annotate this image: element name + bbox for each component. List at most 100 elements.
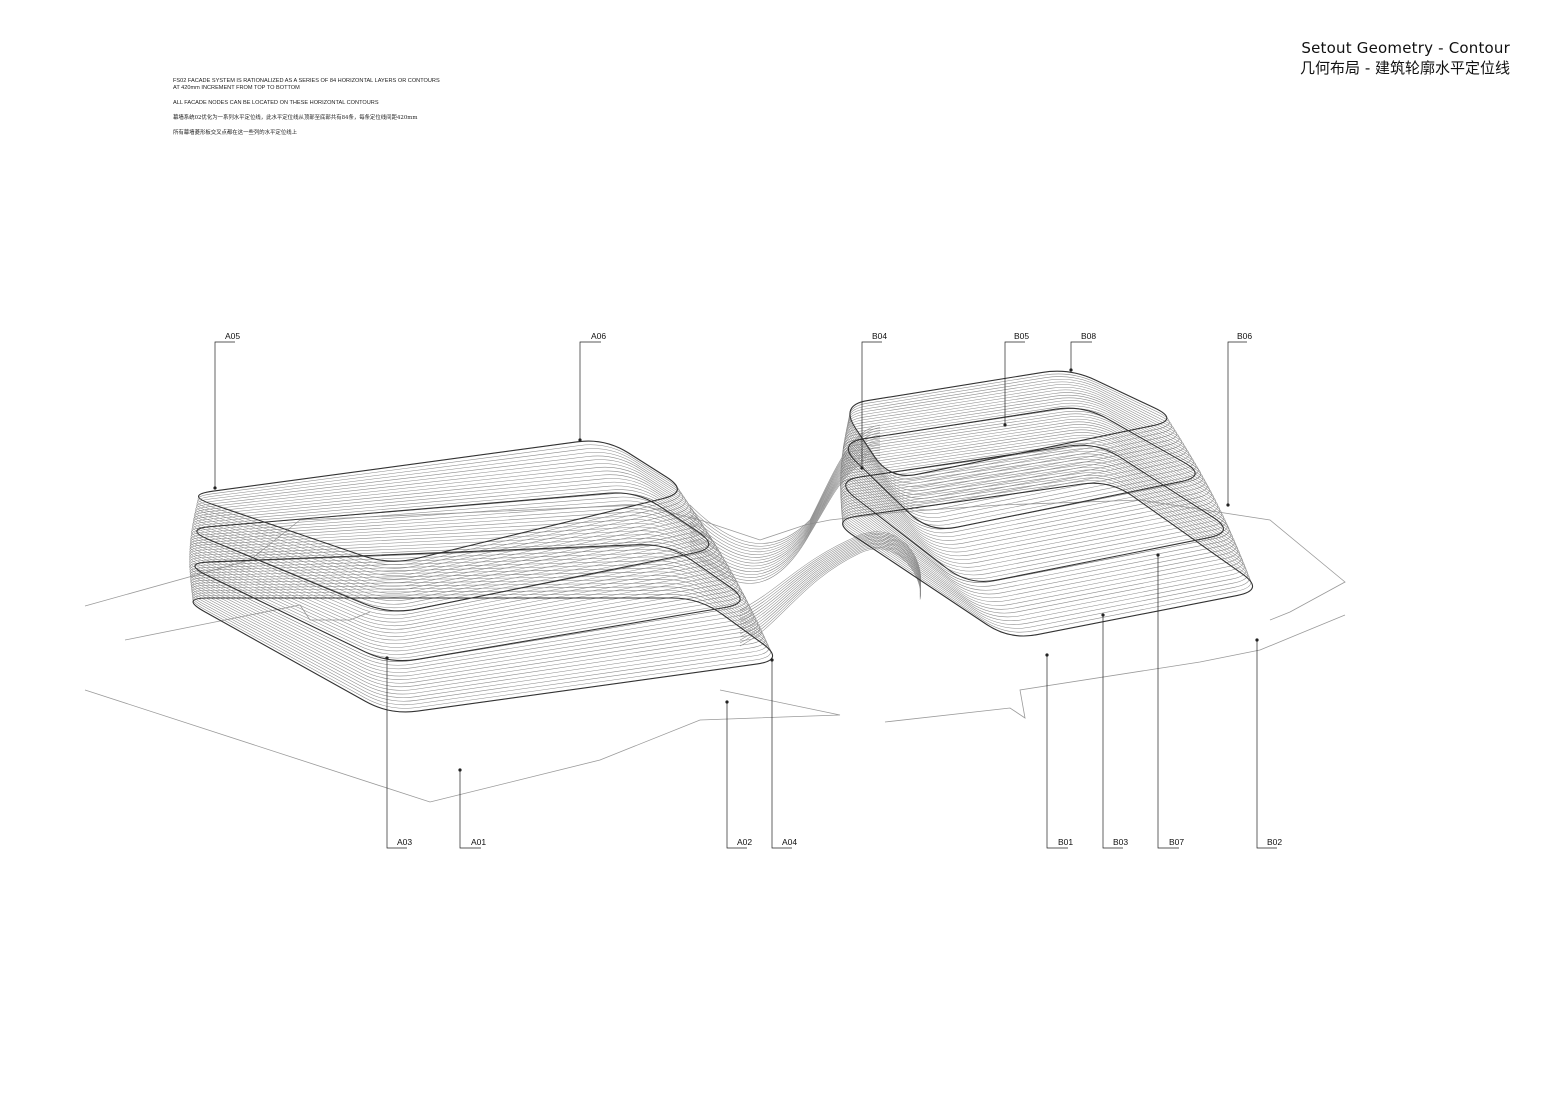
building-a-contour (189, 556, 753, 673)
building-b-contour (841, 464, 1242, 610)
building-a-contour (189, 526, 736, 645)
building-b-contour (846, 386, 1182, 499)
link-contour (689, 429, 881, 550)
leader-dot (385, 656, 389, 660)
building-a-contour (189, 545, 747, 662)
link-contour (689, 460, 881, 584)
label-a06: A06 (591, 331, 606, 341)
building-a-key-contour (192, 597, 773, 713)
building-b-contour (840, 434, 1222, 568)
leader-line (1102, 615, 1123, 849)
link-contour-lower (739, 541, 921, 632)
building-a-contour (192, 478, 705, 598)
building-a-contour (189, 534, 740, 652)
link-contour (689, 457, 881, 581)
building-b-key-contour (849, 370, 1168, 476)
building-a-contour (189, 522, 734, 641)
building-a-contour (192, 594, 771, 709)
link-contour (689, 432, 881, 553)
link-contour (689, 437, 881, 558)
link-contour (689, 452, 881, 575)
link-contour (689, 445, 881, 567)
label-b06: B06 (1237, 331, 1252, 341)
building-b-contour (842, 477, 1250, 629)
building-b-contour (840, 426, 1216, 557)
leader-dot (1226, 503, 1230, 507)
link-contour-lower (739, 538, 921, 626)
link-contour-lower (739, 540, 921, 629)
building-b-contour (848, 376, 1173, 484)
building-b-contour (847, 381, 1178, 492)
note-facade-nodes: ALL FACADE NODES CAN BE LOCATED ON THESE… (173, 100, 379, 106)
leader-dot (1069, 368, 1073, 372)
building-b-contour (843, 405, 1199, 526)
leader-dot (1255, 638, 1259, 642)
building-a-contour (189, 519, 732, 637)
building-a-contour (192, 590, 770, 706)
link-contour (689, 434, 881, 555)
building-b-key-contour (845, 444, 1224, 582)
note-facade-nodes-cn: 所有幕墙菱形板交叉点都在这一些列的水平定位线上 (173, 130, 297, 136)
building-b-contour (840, 445, 1230, 583)
link-contour-lower (739, 542, 921, 635)
link-contour-lower (739, 537, 921, 623)
link-contour (689, 440, 881, 561)
building-b-contour (840, 461, 1240, 606)
link-contour-lower (739, 544, 921, 638)
building-a-contour (190, 564, 757, 680)
leader-dot (1045, 653, 1049, 657)
leader-line (726, 702, 747, 849)
note-contour-rationalization: FS02 FACADE SYSTEM IS RATIONALIZED AS A … (173, 78, 440, 91)
building-a-contour (197, 448, 683, 569)
building-b-contour (845, 394, 1190, 511)
label-b02: B02 (1267, 837, 1282, 847)
building-b-contour (844, 397, 1192, 515)
notes-block: FS02 FACADE SYSTEM IS RATIONALIZED AS A … (173, 78, 443, 145)
building-a-contour (193, 470, 700, 591)
leader-line (861, 341, 882, 468)
building-b-key-contour (847, 407, 1196, 529)
title-chinese: 几何布局 - 建筑轮廓水平定位线 (1300, 59, 1510, 77)
title-english: Setout Geometry - Contour (1301, 39, 1510, 57)
link-contour (689, 427, 881, 547)
building-b-key-contour (842, 482, 1253, 637)
link-contour (689, 447, 881, 570)
leader-dot (578, 438, 582, 442)
link-contour (689, 442, 881, 564)
leader-line (579, 341, 601, 440)
label-a04: A04 (782, 837, 797, 847)
label-b05: B05 (1014, 331, 1029, 341)
building-b-contour (846, 389, 1185, 503)
leader-line (1157, 555, 1179, 849)
note-contour-rationalization-cn: 幕墙系统02优化为一系列水平定位线，此水平定位线从顶部至底部共有84条，每条定位… (173, 115, 418, 121)
label-a02: A02 (737, 837, 752, 847)
label-a03: A03 (397, 837, 412, 847)
site-outline (84, 499, 1346, 803)
label-b03: B03 (1113, 837, 1128, 847)
building-b-contour (841, 474, 1248, 625)
building-a-key-contour (197, 440, 678, 562)
leader-dot (860, 466, 864, 470)
building-a-contour (191, 586, 768, 702)
link-contour (689, 455, 881, 578)
label-b01: B01 (1058, 837, 1073, 847)
label-b08: B08 (1081, 331, 1096, 341)
leader-line (1227, 341, 1247, 505)
building-a-key-contour (196, 492, 710, 612)
title-block: Setout Geometry - Contour 几何布局 - 建筑轮廓水平定… (1300, 38, 1510, 78)
leader-line (1070, 341, 1092, 370)
facade-contours (189, 370, 1253, 713)
building-a-contour (189, 515, 729, 634)
site-boundary-right-lower (884, 614, 1346, 723)
building-b-contour (840, 429, 1218, 560)
building-b-contour (847, 384, 1180, 495)
building-a-contour (189, 537, 743, 655)
building-a-contour (191, 582, 766, 698)
label-a01: A01 (471, 837, 486, 847)
building-b-contour (840, 442, 1228, 580)
building-a-contour (190, 504, 722, 623)
building-b-contour (848, 378, 1175, 488)
building-b-contour (840, 458, 1239, 602)
building-a-contour (191, 493, 715, 612)
link-contour-lower (739, 547, 921, 644)
